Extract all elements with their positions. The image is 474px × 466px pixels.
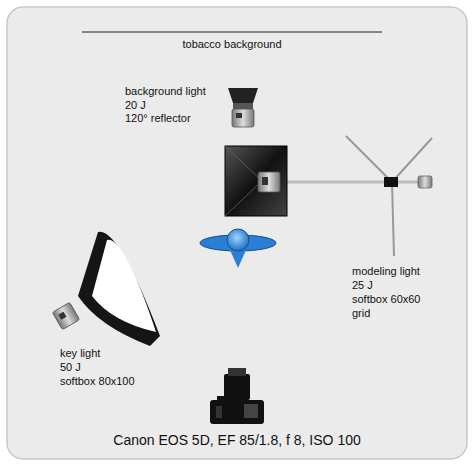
camera	[210, 368, 264, 424]
modeling-softbox	[225, 146, 287, 216]
light-label: 20 J	[125, 98, 146, 112]
light-label: softbox 80x100	[60, 374, 135, 388]
light-label: background light	[125, 84, 206, 98]
light-label: softbox 60x60	[352, 292, 421, 306]
boom-stand	[282, 136, 432, 256]
light-label: grid	[352, 306, 370, 320]
background-line	[82, 32, 382, 33]
boom-clamp	[384, 177, 398, 187]
camera-caption: Canon EOS 5D, EF 85/1.8, f 8, ISO 100	[113, 431, 360, 449]
studio-floor	[7, 7, 467, 459]
light-label: modeling light	[352, 264, 420, 278]
light-label: tobacco background	[182, 37, 281, 51]
subject	[200, 229, 276, 268]
counterweight	[418, 176, 432, 188]
key-light-softbox	[52, 232, 160, 346]
light-label: 50 J	[60, 360, 81, 374]
light-label: 25 J	[352, 278, 373, 292]
light-label: 120° reflector	[125, 111, 191, 125]
background-light-symbol	[228, 88, 258, 127]
light-label: key light	[60, 346, 100, 360]
